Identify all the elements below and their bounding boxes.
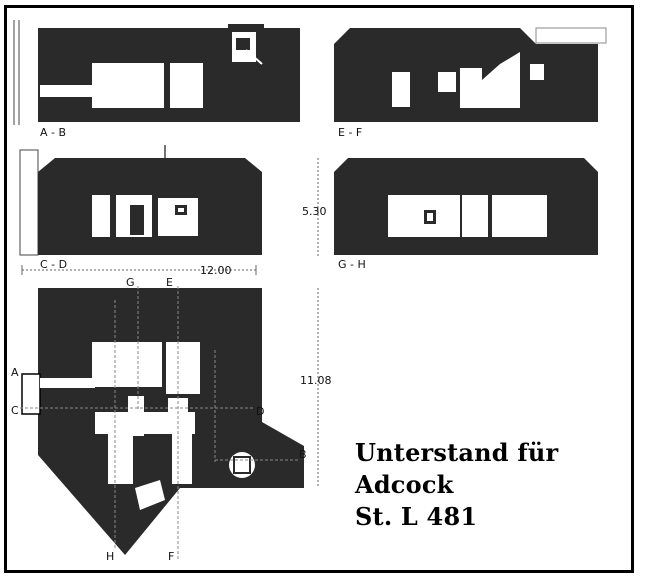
plan-marker-d: D [256, 405, 264, 418]
plan-marker-f: F [168, 550, 174, 563]
plan-view [20, 286, 304, 560]
title-line-1: Unterstand für [355, 438, 559, 467]
plan-marker-h: H [106, 550, 114, 563]
section-e-f [334, 27, 607, 122]
label-section-gh: G - H [338, 258, 366, 271]
dimension-section-height: 5.30 [302, 205, 327, 218]
title-line-3: St. L 481 [355, 502, 478, 531]
label-section-ef: E - F [338, 126, 362, 139]
plan-marker-b: B [299, 448, 307, 461]
dimension-lines [21, 158, 319, 488]
plan-marker-g: G [126, 276, 135, 289]
dimension-width: 12.00 [200, 264, 232, 277]
plan-marker-a: A [11, 366, 19, 379]
section-g-h [334, 158, 598, 255]
label-section-ab: A - B [40, 126, 66, 139]
title-line-2: Adcock [355, 470, 454, 499]
section-c-d [19, 145, 262, 256]
dimension-depth: 11.08 [300, 374, 332, 387]
plan-marker-e: E [166, 276, 173, 289]
plan-marker-c: C [11, 404, 19, 417]
section-a-b [13, 20, 300, 125]
label-section-cd: C - D [40, 258, 67, 271]
